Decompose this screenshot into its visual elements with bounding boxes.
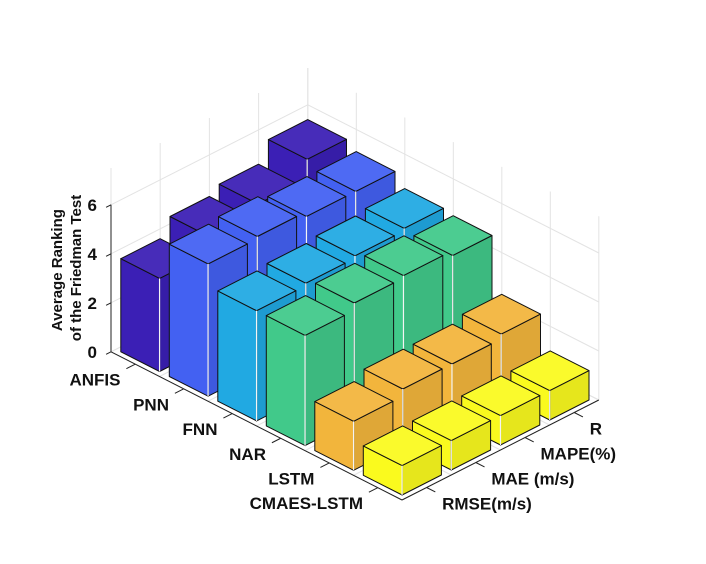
- bar-face-top: [413, 215, 493, 256]
- model-tick-mark: [174, 388, 184, 394]
- bar-face-top: [364, 235, 444, 277]
- metric-axis-line: [401, 399, 600, 501]
- model-tick-mark: [271, 437, 281, 444]
- model-tick-mark: [368, 487, 378, 493]
- model-tick-label: PNN: [133, 395, 169, 414]
- z-tick-label: 2: [88, 294, 97, 313]
- model-tick-label: ANFIS: [69, 371, 120, 390]
- bar-face-top: [461, 375, 541, 417]
- bar-face-left: [168, 243, 209, 397]
- metric-tick-label: MAPE(%): [541, 444, 617, 463]
- bar-cmaes-lstm-0: [362, 425, 442, 496]
- z-tick-mark: [105, 204, 112, 208]
- bar-face-top: [266, 243, 346, 284]
- bar-face-top: [315, 215, 395, 257]
- bar-face-top: [217, 270, 297, 312]
- metric-tick-mark: [573, 412, 584, 418]
- bar-face-top: [412, 323, 492, 365]
- metric-tick-mark: [426, 487, 436, 493]
- z-axis-label-line-1: Average Ranking: [49, 209, 66, 331]
- model-tick-mark: [223, 413, 233, 419]
- z-tick-mark: [105, 351, 112, 355]
- bar-face-left: [265, 315, 306, 447]
- model-axis-line: [110, 351, 403, 501]
- z-tick-label: 0: [88, 343, 97, 362]
- z-tick-mark: [105, 302, 112, 306]
- model-tick-mark: [320, 462, 330, 468]
- z-tick-label: 6: [88, 196, 97, 215]
- bar-face-left: [217, 290, 258, 422]
- bar-face-top: [364, 188, 444, 229]
- model-tick-label: NAR: [229, 445, 266, 464]
- z-grid-line: [110, 104, 600, 254]
- metric-tick-mark: [524, 437, 534, 443]
- bar-face-top: [267, 176, 347, 217]
- model-tick-label: LSTM: [268, 469, 314, 488]
- bar-face-top: [412, 400, 492, 442]
- z-axis-label-line-2: of the Friedman Test: [68, 195, 85, 341]
- bar-face-top: [461, 293, 541, 335]
- z-tick-mark: [105, 253, 112, 257]
- bars-layer: [120, 119, 590, 496]
- model-tick-label: FNN: [183, 420, 218, 439]
- bar-face-top: [314, 381, 394, 422]
- bar-face-top: [510, 350, 590, 392]
- metric-tick-label: R: [590, 419, 602, 438]
- bar-face-top: [315, 262, 395, 304]
- z-axis-label: Average Ranking of the Friedman Test: [49, 195, 85, 341]
- bar-face-top: [363, 348, 443, 390]
- bar-face-top: [218, 196, 298, 237]
- model-tick-mark: [126, 363, 136, 370]
- metric-tick-label: MAE (m/s): [491, 469, 574, 488]
- bar-face-top: [316, 151, 396, 192]
- bar-face-top: [265, 295, 345, 336]
- metric-tick-label: RMSE(m/s): [442, 494, 532, 513]
- bar-face-top: [168, 223, 248, 265]
- z-tick-label: 4: [88, 245, 98, 264]
- bar-face-top: [362, 425, 442, 467]
- metric-tick-mark: [475, 462, 485, 468]
- bar-face-top: [267, 119, 347, 160]
- model-tick-label: CMAES-LSTM: [250, 494, 363, 513]
